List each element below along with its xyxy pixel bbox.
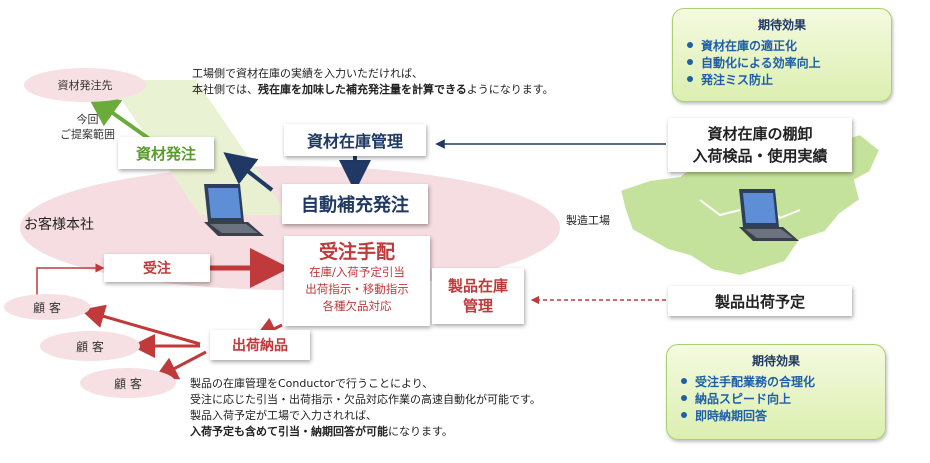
order-handling-title: 受注手配 bbox=[318, 241, 395, 263]
factory-input-box: 資材在庫の棚卸 入荷検品・使用実績 bbox=[668, 118, 852, 172]
top-note: 工場側で資材在庫の実績を入力いただければ、 本社側では、残在庫を加味した補充発注… bbox=[192, 66, 554, 98]
product-inventory-line2: 管理 bbox=[462, 297, 493, 315]
product-inventory-line1: 製品在庫 bbox=[447, 277, 508, 295]
customer-label: 顧 客 bbox=[33, 300, 61, 315]
effects-top-item-label: 自動化による効率向上 bbox=[701, 56, 821, 70]
product-inventory-box: 製品在庫 管理 bbox=[432, 268, 524, 324]
scope-label: 今回 ご提案範囲 bbox=[60, 112, 115, 142]
top-note-suffix: ようになります。 bbox=[466, 83, 554, 96]
bottom-note: 製品の在庫管理をConductorで行うことにより、 受注に応じた引当・出荷指示… bbox=[190, 376, 541, 440]
arrow-replenish-to-order bbox=[223, 152, 274, 192]
customer-label: 顧 客 bbox=[76, 339, 104, 354]
order-received-label: 受注 bbox=[143, 261, 171, 277]
bottom-note-line2: 受注に応じた引当・出荷指示・欠品対応作業の高速自動化が可能です。 bbox=[190, 393, 541, 406]
effects-top-title: 期待効果 bbox=[757, 18, 806, 32]
effects-bottom-item: 納品スピード向上 bbox=[681, 391, 885, 408]
bullet-icon bbox=[687, 59, 693, 65]
top-note-bold: 残在庫を加味した補充発注量を計算できる bbox=[258, 83, 467, 96]
material-inventory-box: 資材在庫管理 bbox=[284, 124, 426, 156]
customer-label: 顧 客 bbox=[114, 376, 142, 391]
effects-bottom-title: 期待効果 bbox=[751, 354, 800, 368]
supplier-node: 資材発注先 bbox=[24, 68, 146, 102]
auto-replenish-label: 自動補充発注 bbox=[301, 195, 409, 216]
effects-bottom-list: 受注手配業務の合理化 納品スピード向上 即時納期回答 bbox=[667, 374, 885, 425]
effects-bottom-item: 受注手配業務の合理化 bbox=[681, 374, 885, 391]
arrow-customer-to-order bbox=[36, 263, 105, 295]
bottom-note-line1: 製品の在庫管理をConductorで行うことにより、 bbox=[190, 377, 434, 390]
order-handling-line1: 在庫/入荷予定引当 bbox=[309, 265, 405, 279]
product-shipping-plan-box: 製品出荷予定 bbox=[668, 286, 852, 316]
effects-top-item: 資材在庫の適正化 bbox=[687, 38, 891, 55]
scope-label-line1: 今回 bbox=[76, 113, 99, 126]
order-handling-box: 受注手配 在庫/入荷予定引当 出荷指示・移動指示 各種欠品対応 bbox=[284, 236, 430, 326]
top-note-prefix: 本社側では、 bbox=[192, 83, 258, 96]
bottom-note-line3: 製品入荷予定が工場で入力されれば、 bbox=[190, 409, 377, 422]
laptop-icon bbox=[739, 189, 799, 241]
effects-top-item-label: 資材在庫の適正化 bbox=[701, 39, 798, 53]
bullet-icon bbox=[687, 42, 693, 48]
material-inventory-label: 資材在庫管理 bbox=[306, 132, 403, 151]
material-order-label: 資材発注 bbox=[135, 144, 196, 163]
scope-label-line2: ご提案範囲 bbox=[60, 128, 115, 141]
bullet-icon bbox=[681, 395, 687, 401]
effects-bottom-item-label: 受注手配業務の合理化 bbox=[695, 375, 816, 389]
material-order-box: 資材発注 bbox=[118, 137, 214, 169]
order-handling-line3: 各種欠品対応 bbox=[322, 299, 392, 313]
effects-bottom-item-label: 納品スピード向上 bbox=[695, 392, 792, 406]
supplier-label: 資材発注先 bbox=[57, 79, 113, 92]
effects-bottom-item: 即時納期回答 bbox=[681, 408, 885, 425]
effects-top-item: 自動化による効率向上 bbox=[687, 55, 891, 72]
laptop-icon bbox=[204, 184, 264, 236]
effects-bottom-item-label: 即時納期回答 bbox=[695, 409, 768, 423]
effects-top-list: 資材在庫の適正化 自動化による効率向上 発注ミス防止 bbox=[673, 38, 891, 89]
effects-top-item: 発注ミス防止 bbox=[687, 72, 891, 89]
arrow-ship-to-customer-3 bbox=[153, 350, 207, 380]
bottom-note-suffix: になります。 bbox=[388, 425, 453, 438]
effects-top-panel: 期待効果 資材在庫の適正化 自動化による効率向上 発注ミス防止 bbox=[672, 8, 892, 102]
product-shipping-plan-label: 製品出荷予定 bbox=[714, 292, 805, 311]
top-note-line2: 本社側では、残在庫を加味した補充発注量を計算できるようになります。 bbox=[192, 82, 554, 98]
auto-replenish-box: 自動補充発注 bbox=[282, 184, 428, 224]
top-note-line1: 工場側で資材在庫の実績を入力いただければ、 bbox=[192, 67, 423, 80]
bottom-note-line4: 入荷予定も含めて引当・納期回答が可能になります。 bbox=[190, 424, 541, 440]
hq-label: お客様本社 bbox=[24, 217, 94, 233]
bullet-icon bbox=[681, 412, 687, 418]
arrow-ship-to-customer-1 bbox=[80, 304, 201, 346]
factory-label: 製造工場 bbox=[566, 214, 610, 227]
shipping-label: 出荷納品 bbox=[232, 338, 288, 354]
customer-node-3: 顧 客 bbox=[80, 368, 176, 398]
customer-node-2: 顧 客 bbox=[40, 331, 140, 361]
effects-top-item-label: 発注ミス防止 bbox=[701, 73, 774, 87]
factory-input-line1: 資材在庫の棚卸 bbox=[707, 125, 813, 143]
order-received-box: 受注 bbox=[104, 254, 210, 282]
shipping-box: 出荷納品 bbox=[210, 330, 310, 360]
bullet-icon bbox=[681, 378, 687, 384]
customer-node-1: 顧 客 bbox=[4, 294, 90, 320]
factory-input-line2: 入荷検品・使用実績 bbox=[692, 147, 828, 165]
bullet-icon bbox=[687, 76, 693, 82]
bottom-note-bold: 入荷予定も含めて引当・納期回答が可能 bbox=[190, 425, 388, 438]
effects-bottom-panel: 期待効果 受注手配業務の合理化 納品スピード向上 即時納期回答 bbox=[666, 344, 886, 440]
order-handling-line2: 出荷指示・移動指示 bbox=[305, 282, 409, 296]
